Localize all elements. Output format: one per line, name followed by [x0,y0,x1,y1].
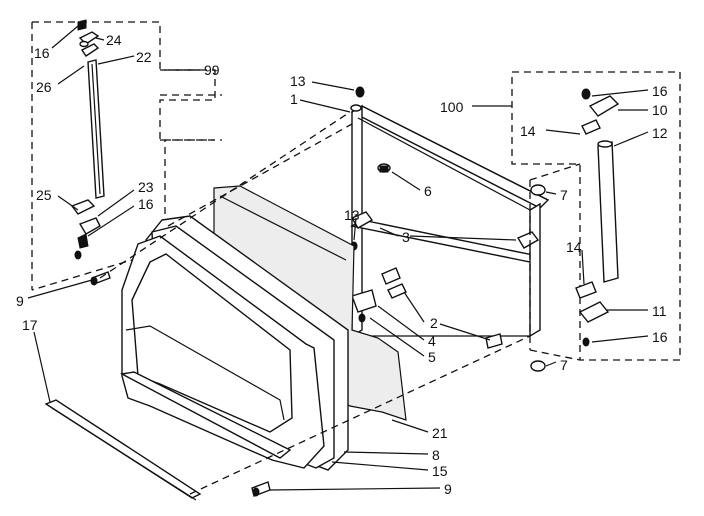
callout-24: 24 [106,32,122,48]
callout-13-middle: 13 [344,207,360,223]
callout-7-upper: 7 [560,187,568,203]
callout-9-lower: 9 [444,481,452,497]
frame-top-bolt [350,86,365,112]
callout-23: 23 [138,179,154,195]
callout-2: 2 [430,315,438,331]
callout-4: 4 [428,333,436,349]
callout-5: 5 [428,349,436,365]
callout-16-lower-right: 16 [652,329,668,345]
freezer-frame [350,104,550,338]
callout-16-lower-left: 16 [138,196,154,212]
left-hinge-assembly-box [31,21,222,291]
callout-15: 15 [432,463,448,479]
leader-lines [27,25,649,491]
left-bottom-hinge-parts [70,199,101,260]
callout-7-lower: 7 [560,357,568,373]
callout-26: 26 [36,79,52,95]
right-hinge-rod [597,140,619,283]
callout-labels: 16 24 22 26 99 25 23 16 9 17 13 1 6 13 3… [16,32,668,497]
callout-1: 1 [290,91,298,107]
frame-pads-2 [381,267,503,349]
left-top-hinge-parts [77,19,100,57]
callout-25: 25 [36,187,52,203]
callout-17: 17 [22,317,38,333]
callout-21: 21 [432,425,448,441]
callout-9-upper: 9 [16,293,24,309]
door-screw-upper [90,271,111,286]
callout-99: 99 [204,62,220,78]
callout-3: 3 [402,229,410,245]
door-screw-lower [251,481,271,497]
left-hinge-rod [87,59,105,199]
callout-10: 10 [652,102,668,118]
callout-22: 22 [136,49,152,65]
right-top-hinge-parts [581,88,620,135]
frame-plugs-7 [530,184,546,372]
callout-12: 12 [652,125,668,141]
callout-8: 8 [432,447,440,463]
frame-plug-6 [377,163,391,173]
callout-100: 100 [440,99,464,115]
callout-6: 6 [424,183,432,199]
alignment-lines [99,111,531,495]
callout-16-top-left: 16 [34,45,50,61]
callout-16-top-right: 16 [652,83,668,99]
callout-14-top: 14 [520,123,536,139]
right-bottom-hinge-parts [575,281,610,347]
callout-14-lower: 14 [566,239,582,255]
callout-11: 11 [652,303,667,319]
callout-13-top: 13 [290,73,306,89]
door-inner-liner [119,235,325,469]
door-breaker-strip [44,399,202,501]
